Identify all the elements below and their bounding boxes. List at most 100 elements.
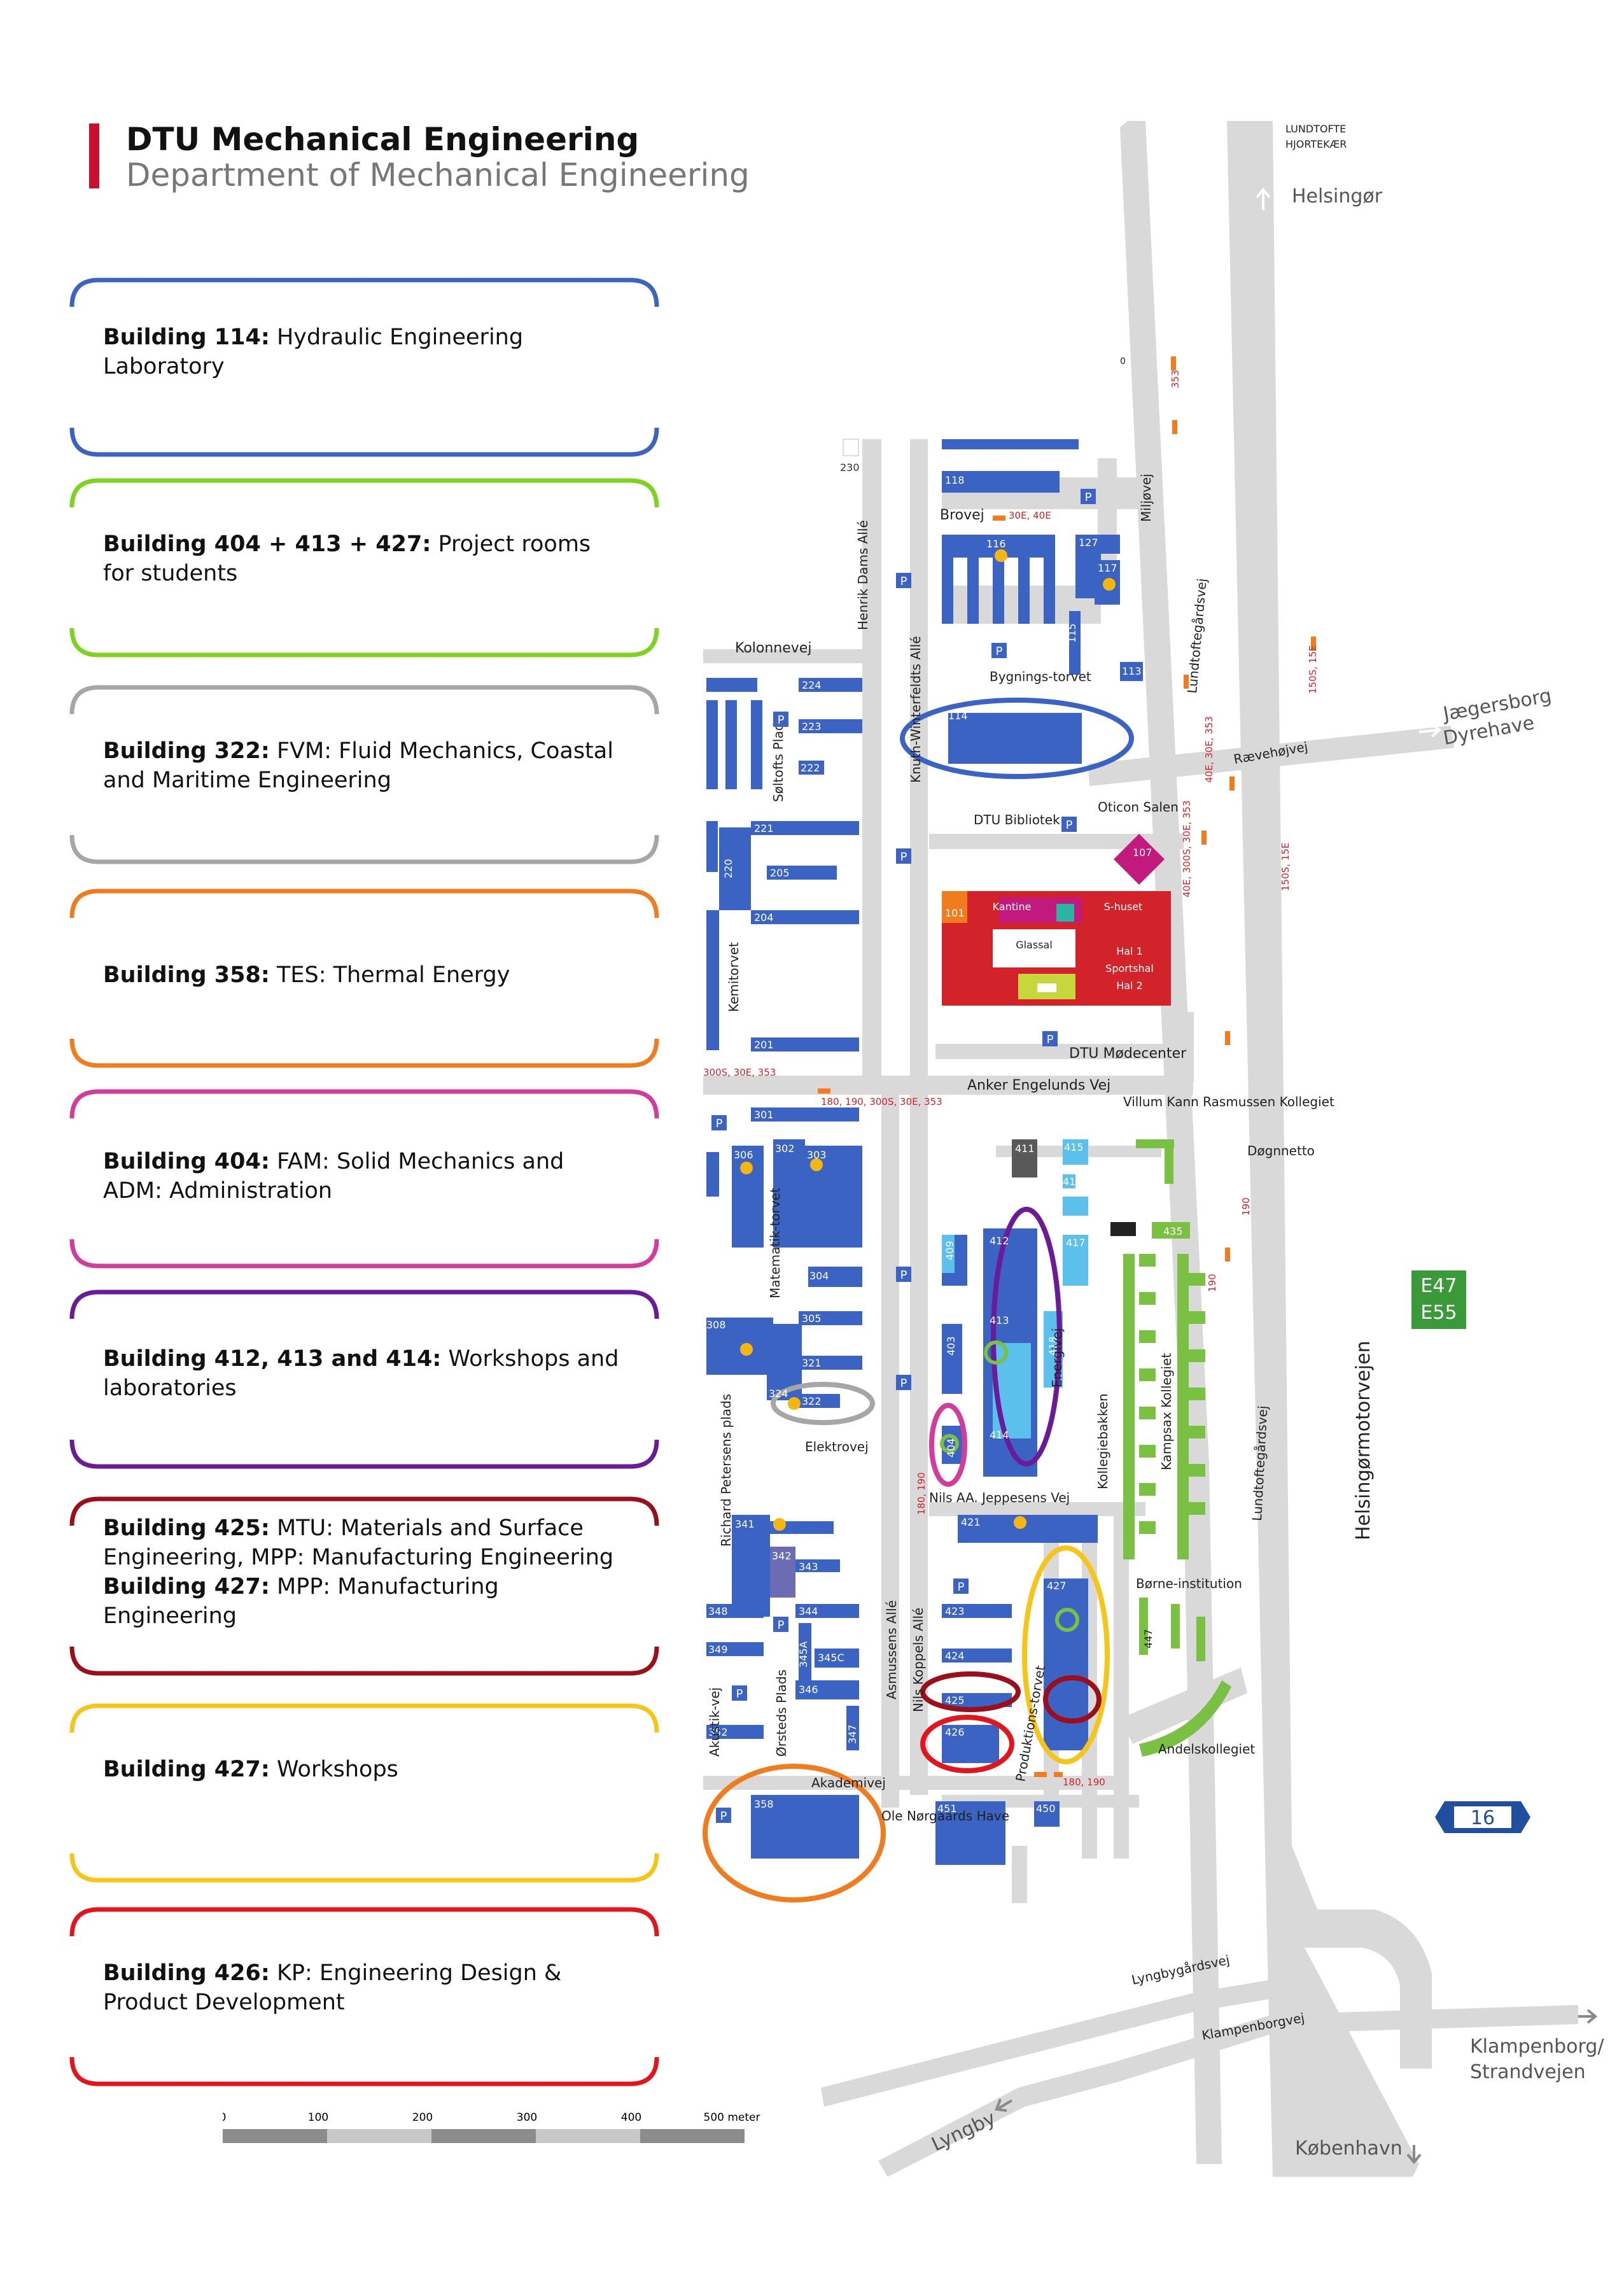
dtu-core: Kantine Glassal S-huset Hal 1 Sportshal … <box>942 834 1171 1006</box>
svg-text:223: 223 <box>802 721 822 733</box>
legend-text: Building 412, 413 and 414: Workshops and… <box>103 1346 619 1401</box>
richard-petersens-label: Richard Petersens plads <box>718 1394 734 1547</box>
legend-item-425-427: Building 425: MTU: Materials and Surface… <box>69 1496 659 1676</box>
svg-text:116: 116 <box>986 538 1006 550</box>
borne-label: Børne-institution <box>1136 1576 1242 1591</box>
building-118 <box>942 471 1060 493</box>
dognnetto-label: Døgnnetto <box>1247 1143 1315 1158</box>
building-435 <box>1152 1222 1190 1239</box>
svg-text:412: 412 <box>990 1235 1009 1247</box>
svg-text:40E, 300S, 30E, 353: 40E, 300S, 30E, 353 <box>1181 800 1193 897</box>
svg-text:190: 190 <box>1240 1197 1252 1216</box>
svg-text:426: 426 <box>945 1726 965 1738</box>
building-321 <box>799 1356 862 1370</box>
building-113 <box>1120 662 1143 681</box>
building-201 <box>751 1037 859 1051</box>
building-426 <box>942 1725 999 1763</box>
svg-text:118: 118 <box>945 474 965 486</box>
hal1-label: Hal 1 <box>1116 945 1143 957</box>
nils-koppels-label: Nils Koppels Allé <box>911 1608 926 1712</box>
building-322 <box>789 1394 840 1408</box>
svg-text:201: 201 <box>754 1039 774 1051</box>
villum-label: Villum Kann Rasmussen Kollegiet <box>1123 1094 1334 1109</box>
scale-segment <box>223 2129 327 2143</box>
svg-text:353: 353 <box>1170 370 1181 388</box>
page-title: DTU Mechanical Engineering <box>126 121 640 158</box>
building-403 <box>942 1324 962 1394</box>
building-346 <box>795 1680 859 1699</box>
svg-text:114: 114 <box>948 710 968 722</box>
svg-text:415: 415 <box>1064 1141 1084 1153</box>
legend-item-322: Building 322: FVM: Fluid Mechanics, Coas… <box>69 685 659 864</box>
strandvejen-label: Strandvejen <box>1470 2061 1586 2083</box>
scale-tick-label: 300 <box>517 2111 537 2124</box>
buildings <box>706 439 1143 1865</box>
svg-text:220: 220 <box>722 859 734 878</box>
svg-text:349: 349 <box>708 1643 728 1656</box>
building-352 <box>706 1725 764 1739</box>
anker-engelunds-road <box>703 1076 1193 1095</box>
ole-norgaards-label: Ole Nørgaards Have <box>881 1808 1009 1824</box>
legend-item-426: Building 426: KP: Engineering Design & P… <box>69 1907 659 2086</box>
legend-text: Building 426: KP: Engineering Design & P… <box>103 1960 562 2015</box>
building-number-labels: 118 116 127 117 115 113 114 230 224 223 … <box>706 461 1183 1815</box>
svg-text:107: 107 <box>1133 847 1152 859</box>
building-451 <box>935 1801 1005 1865</box>
legend-text: Building 358: TES: Thermal Energy <box>103 962 510 988</box>
svg-text:30E, 40E: 30E, 40E <box>1009 510 1051 521</box>
svg-text:305: 305 <box>802 1312 822 1325</box>
scale-tick-label: 0 <box>223 2111 226 2124</box>
svg-text:352: 352 <box>708 1726 728 1738</box>
marker-426 <box>920 1715 1014 1773</box>
building-223 <box>799 719 862 733</box>
building-107 <box>1114 834 1165 885</box>
legend-item-404: Building 404: FAM: Solid Mechanics and A… <box>69 1089 659 1269</box>
svg-text:150S, 15E: 150S, 15E <box>1307 645 1319 694</box>
svg-text:P: P <box>900 1269 907 1282</box>
building-358 <box>751 1795 859 1859</box>
building-427 <box>1044 1578 1088 1750</box>
bus-route-labels: 30E, 40E 353 150S, 15E 40E, 30E, 353 40E… <box>703 370 1319 1788</box>
svg-text:P: P <box>736 1687 743 1701</box>
legend-item-427: Building 427: Workshops <box>69 1703 659 1883</box>
svg-text:358: 358 <box>754 1798 774 1810</box>
svg-text:413: 413 <box>990 1314 1009 1326</box>
marker-412-413-414 <box>991 1207 1062 1466</box>
svg-text:447: 447 <box>1142 1629 1154 1649</box>
building <box>942 439 1079 449</box>
akustikvej-label: Akustik-vej <box>707 1687 722 1757</box>
svg-text:P: P <box>996 645 1003 658</box>
building-301 <box>751 1107 859 1121</box>
svg-text:205: 205 <box>770 867 790 879</box>
svg-text:409: 409 <box>944 1241 956 1260</box>
oticon-salen-label: Oticon Salen <box>1098 799 1179 815</box>
lyngbygardsvej-road <box>821 1979 1273 2107</box>
legend-frame <box>69 1907 659 2086</box>
building-302 <box>773 1139 805 1248</box>
marker-427 <box>1022 1545 1110 1764</box>
yellow-dots <box>740 549 1116 1531</box>
energivej-label: Energivej <box>1049 1328 1065 1388</box>
highlight-markers <box>703 698 1134 1902</box>
marker-114 <box>900 698 1134 779</box>
scale-bar: 0 100 200 300 400 500 meter <box>223 2111 760 2143</box>
marker-322 <box>771 1382 875 1425</box>
henrik-dams-label: Henrik Dams Allé <box>855 520 871 630</box>
building-205 <box>767 866 837 880</box>
marker-358 <box>703 1764 886 1902</box>
legend-text: Building 114: Hydraulic Engineering Labo… <box>103 325 524 379</box>
legend-item-412-413-414: Building 412, 413 and 414: Workshops and… <box>69 1290 659 1469</box>
svg-text:404: 404 <box>945 1438 957 1458</box>
lundtoftegardsvej-label: Lundtoftegårdsvej <box>1184 578 1210 694</box>
building-348 <box>706 1604 764 1618</box>
svg-text:117: 117 <box>1098 562 1117 574</box>
svg-text:324: 324 <box>769 1388 788 1400</box>
e47-label: E47 <box>1420 1275 1457 1297</box>
marker-404 <box>929 1403 967 1487</box>
akademivej-label: Akademivej <box>811 1775 886 1790</box>
svg-text:150S, 15E: 150S, 15E <box>1280 843 1291 891</box>
svg-text:321: 321 <box>802 1357 822 1369</box>
svg-text:347: 347 <box>846 1724 858 1744</box>
brovej-label: Brovej <box>940 507 984 523</box>
